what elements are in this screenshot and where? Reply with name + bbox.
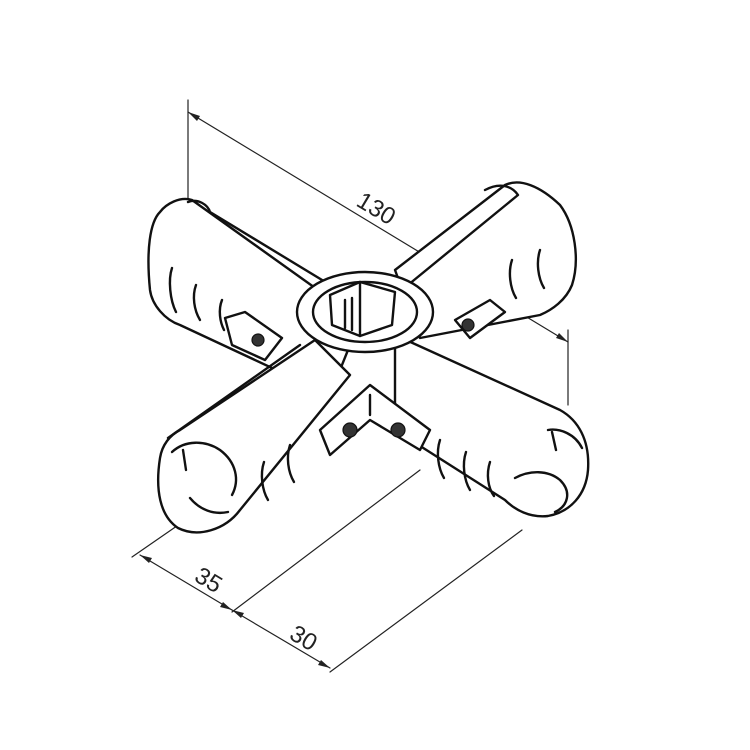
arm-front-right [393,333,590,518]
bracket-back-left [223,310,284,362]
bracket-front-center [318,383,432,457]
arm-front-left [156,338,352,534]
dimension-label-35: 35 [190,562,227,599]
center-hub [295,270,435,354]
bracket-back-right [453,298,507,340]
dimension-label-30: 30 [285,620,322,657]
arm-back-right [393,181,577,340]
dimension-label-130: 130 [352,187,400,231]
